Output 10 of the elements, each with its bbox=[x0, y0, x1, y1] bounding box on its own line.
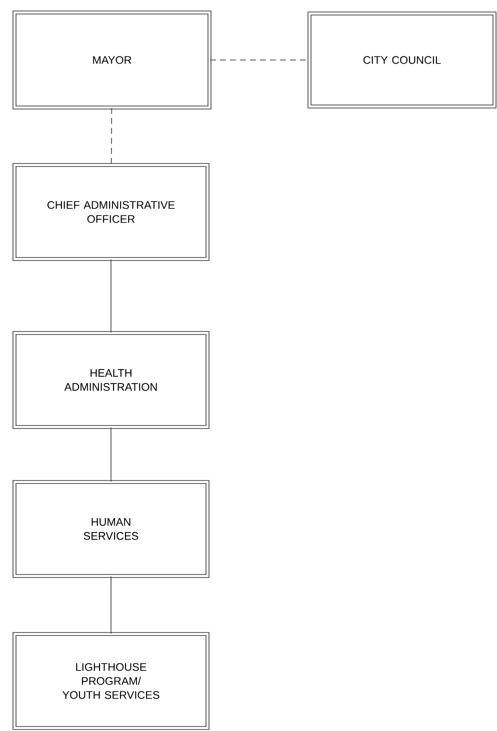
connector-line bbox=[110, 576, 112, 634]
connector-line bbox=[110, 427, 112, 482]
org-box: HUMAN SERVICES bbox=[12, 480, 210, 578]
org-box: LIGHTHOUSE PROGRAM/ YOUTH SERVICES bbox=[12, 632, 210, 730]
org-box: CITY COUNCIL bbox=[308, 12, 496, 108]
org-box: CHIEF ADMINISTRATIVE OFFICER bbox=[12, 163, 210, 261]
org-box: HEALTH ADMINISTRATION bbox=[12, 331, 210, 429]
connector-line bbox=[110, 259, 112, 333]
org-box: MAYOR bbox=[12, 10, 212, 110]
connector-line bbox=[110, 108, 112, 165]
